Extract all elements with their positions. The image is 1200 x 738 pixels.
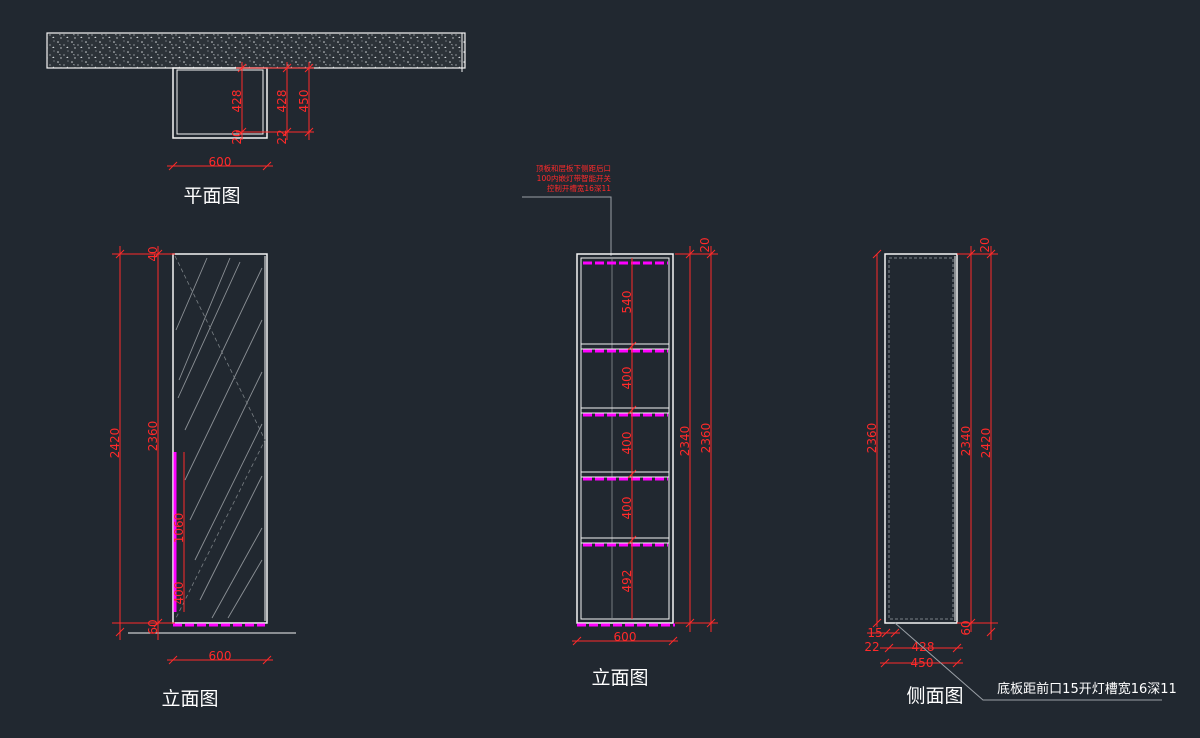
side-top-small-label: 20	[978, 237, 992, 252]
plan-wall-slab	[46, 32, 466, 69]
top-note-line1: 顶板和层板下侧距后口	[536, 163, 611, 173]
left-dim-2420-tick-top	[115, 249, 125, 259]
left-door-height-label: 2360	[146, 421, 160, 452]
left-elevation-view: 2420 2360 40 1060 400 60 600 立面图	[108, 246, 296, 710]
side-dim-tick-a1	[966, 249, 976, 259]
side-dim-2360-tick-bot	[872, 618, 882, 628]
plan-title: 平面图	[183, 185, 240, 207]
plan-depth-inner-label: 428	[230, 90, 244, 113]
mid-cabinet-inner	[580, 257, 670, 620]
plan-dim-tick-b2	[282, 127, 292, 137]
shelf-4	[580, 537, 670, 544]
side-inner-height-label: 2340	[959, 426, 973, 457]
shelf-1	[580, 343, 670, 350]
side-cabinet-inner	[888, 257, 954, 620]
left-bottom-small-label: 60	[146, 619, 160, 634]
mid-width-tick-left	[572, 636, 582, 646]
side-dim-tick-a2	[966, 618, 976, 628]
side-dim-tick-b1	[986, 249, 996, 259]
left-dim-2360-tick-top	[153, 249, 163, 259]
plan-dim-tick-b1	[282, 63, 292, 73]
mid-width-tick-right	[668, 636, 678, 646]
plan-width-tick-right	[262, 161, 272, 171]
left-width-tick-right	[262, 655, 272, 665]
left-magenta-height-label: 1060	[172, 513, 186, 544]
mid-shelf-tick-3	[627, 469, 637, 479]
mid-dim-tick-b1	[706, 249, 716, 259]
side-view: 2360 20 2340 2420 60 15 22 428 450 底板距前口…	[864, 237, 1176, 707]
side-left-height-label: 2360	[865, 423, 879, 454]
plan-cabinet-inner	[176, 69, 264, 135]
plan-depth-mid-label: 428	[275, 90, 289, 113]
plan-width-label: 600	[209, 155, 232, 169]
side-cabinet-outer	[884, 253, 958, 624]
side-dim-2360-tick-top	[872, 249, 882, 259]
side-dim-tick-450a	[880, 658, 890, 668]
top-note-leader	[522, 196, 612, 256]
mid-dim-tick-b2	[706, 618, 716, 628]
side-dim-tick-428b	[952, 643, 962, 653]
side-bottom-note: 底板距前口15开灯槽宽16深11	[997, 681, 1177, 697]
side-small-22-label: 22	[864, 640, 879, 654]
shelf-3	[580, 471, 670, 478]
plan-dim-tick-a2	[237, 127, 247, 137]
plan-small-a-label: 20	[230, 129, 244, 144]
side-small-15-label: 15	[867, 626, 882, 640]
left-dim-2360-tick-bot	[153, 618, 163, 628]
side-view-title: 侧面图	[906, 685, 963, 707]
mid-shelf-dims: 540 400 400 400 492	[620, 258, 637, 619]
mid-shelf-tick-4	[627, 535, 637, 545]
side-bottom-small-label: 60	[959, 620, 973, 635]
side-dim-tick-428a	[884, 643, 894, 653]
left-door-glass-hatch	[175, 257, 263, 619]
left-dim-2420-tick-bot	[115, 627, 125, 637]
plan-dim-tick-a1	[237, 63, 247, 73]
mid-shelf4-label: 400	[620, 497, 634, 520]
mid-shelf-tick-2	[627, 405, 637, 415]
side-dim-tick-15b	[890, 628, 900, 638]
left-top-small-label: 40	[146, 246, 160, 261]
plan-view: 428 428 450 20 22 600 平面图	[46, 32, 466, 207]
mid-shelf2-label: 400	[620, 367, 634, 390]
left-width-tick-left	[168, 655, 178, 665]
plan-dim-tick-c2	[304, 127, 314, 137]
mid-top-small-label: 20	[698, 237, 712, 252]
plan-width-tick-left	[168, 161, 178, 171]
side-outer-height-label: 2420	[979, 428, 993, 459]
mid-shelves	[580, 343, 670, 544]
mid-width-label: 600	[614, 630, 637, 644]
mid-outer-height-label: 2360	[699, 423, 713, 454]
side-dim-tick-b2	[986, 627, 996, 637]
mid-dim-tick-a2	[685, 618, 695, 628]
top-note-line2: 100内嵌灯带智能开关	[537, 173, 612, 183]
plan-depth-outer-label: 450	[297, 90, 311, 113]
left-lower-label: 400	[172, 582, 186, 605]
mid-cabinet-outer	[576, 253, 674, 624]
mid-led-strips	[577, 261, 675, 627]
side-note-leader	[894, 622, 1162, 701]
plan-dim-tick-c1	[304, 63, 314, 73]
left-door-swing-line	[174, 255, 266, 621]
shelf-2	[580, 407, 670, 414]
mid-dim-tick-a1	[685, 249, 695, 259]
plan-small-b-label: 22	[275, 129, 289, 144]
mid-shelf-tick-1	[627, 341, 637, 351]
mid-inner-height-label: 2340	[678, 426, 692, 457]
left-elevation-title: 立面图	[161, 688, 218, 710]
side-depth-outer-label: 450	[911, 656, 934, 670]
mid-shelf5-label: 492	[620, 570, 634, 593]
left-total-height-label: 2420	[108, 428, 122, 459]
top-note-line3: 控制开槽宽16深11	[547, 183, 611, 193]
side-dim-tick-450b	[952, 658, 962, 668]
mid-elevation-title: 立面图	[591, 667, 648, 689]
mid-shelf1-label: 540	[620, 291, 634, 314]
middle-elevation-view: 顶板和层板下侧距后口 100内嵌灯带智能开关 控制开槽宽16深11	[522, 163, 718, 689]
plan-cabinet-outer	[172, 67, 268, 139]
side-dim-tick-15a	[881, 628, 891, 638]
left-width-label: 600	[209, 649, 232, 663]
left-door-frame	[172, 253, 268, 624]
mid-shelf3-label: 400	[620, 432, 634, 455]
